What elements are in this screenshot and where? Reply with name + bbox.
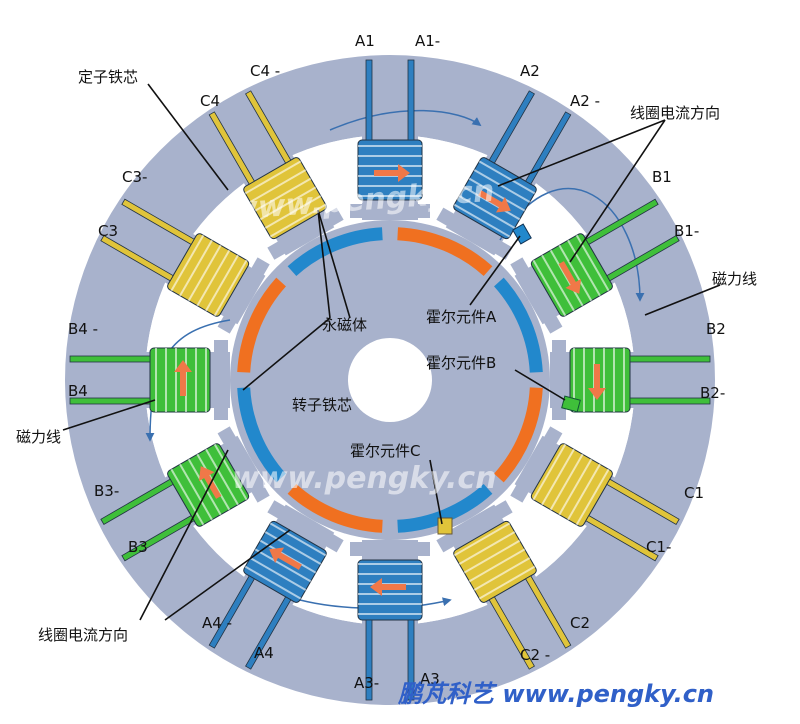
magnet-segment: [287, 484, 383, 533]
current-arrow: [269, 547, 302, 570]
terminal-A3-minus: A3-: [354, 674, 379, 692]
current-arrow: [478, 190, 511, 213]
watermark-bottom: www.pengky.cn: [232, 461, 497, 496]
terminal-C2-minus: C2 -: [520, 646, 550, 664]
coil: [100, 198, 250, 317]
label-coil-current-top: 线圈电流方向: [630, 104, 720, 122]
flux-line: [329, 109, 482, 131]
coil: [453, 90, 572, 240]
label-permanent-magnet: 永磁体: [322, 316, 367, 334]
coil: [357, 59, 423, 201]
label-hall-a: 霍尔元件A: [426, 308, 497, 326]
coil: [208, 520, 327, 670]
terminal-B3: B3: [128, 538, 148, 556]
footer-brand: 鹏芃科艺 www.pengky.cn: [397, 680, 714, 708]
terminal-A1: A1: [355, 32, 375, 50]
terminal-A2-minus: A2 -: [570, 92, 600, 110]
magnet-segment: [237, 387, 286, 483]
coil: [569, 347, 711, 413]
current-arrow: [174, 360, 192, 396]
terminal-B4: B4: [68, 382, 88, 400]
terminal-B3-minus: B3-: [94, 482, 119, 500]
magnet-segment: [494, 277, 543, 373]
coil: [100, 443, 250, 562]
terminal-B2: B2: [706, 320, 726, 338]
terminal-labels: A1 A1- A2 A2 - B1 B1- B2 B2- C1 C1- C2 C…: [68, 32, 726, 692]
hall-sensor-c: [437, 517, 453, 535]
label-hall-b: 霍尔元件B: [426, 354, 496, 372]
terminal-C3: C3: [98, 222, 118, 240]
magnet-segment: [494, 387, 543, 483]
terminal-B4-minus: B4 -: [68, 320, 98, 338]
terminal-A3: A3: [420, 670, 440, 688]
terminal-C4-minus: C4 -: [250, 62, 280, 80]
terminal-C3-minus: C3-: [122, 168, 147, 186]
label-flux-line-left: 磁力线: [16, 428, 61, 446]
terminal-B1: B1: [652, 168, 672, 186]
coil: [530, 443, 680, 562]
coils: [69, 59, 711, 701]
terminal-B1-minus: B1-: [674, 222, 699, 240]
terminal-B2-minus: B2-: [700, 384, 725, 402]
magnet-segment: [397, 227, 493, 276]
terminal-A2: A2: [520, 62, 540, 80]
terminal-C4: C4: [200, 92, 220, 110]
terminal-C1-minus: C1-: [646, 538, 671, 556]
hall-sensor-a: [512, 223, 532, 245]
current-arrow: [588, 364, 606, 400]
label-stator-core: 定子铁芯: [78, 68, 138, 86]
current-arrow: [198, 466, 222, 499]
label-hall-c: 霍尔元件C: [350, 442, 420, 460]
permanent-magnet-segments: [237, 227, 543, 533]
current-arrow: [370, 578, 406, 596]
current-arrow: [558, 261, 582, 294]
label-rotor-core: 转子铁芯: [292, 396, 352, 414]
magnet-segment: [237, 277, 286, 373]
coil: [357, 559, 423, 701]
coil: [453, 520, 572, 670]
current-arrow: [374, 164, 410, 182]
leader-lines: [62, 83, 721, 621]
terminal-A1-minus: A1-: [415, 32, 440, 50]
magnet-segment: [287, 227, 383, 276]
hall-sensor-b: [561, 395, 581, 413]
coil: [208, 90, 327, 240]
terminal-A4-minus: A4 -: [202, 614, 232, 632]
terminal-C2: C2: [570, 614, 590, 632]
shaft-hole: [348, 338, 432, 422]
coil: [530, 198, 680, 317]
label-flux-line-right: 磁力线: [712, 270, 757, 288]
magnet-segment: [397, 484, 493, 533]
terminal-A4: A4: [254, 644, 274, 662]
coil: [69, 347, 211, 413]
terminal-C1: C1: [684, 484, 704, 502]
label-coil-current-bottom: 线圈电流方向: [38, 626, 128, 644]
